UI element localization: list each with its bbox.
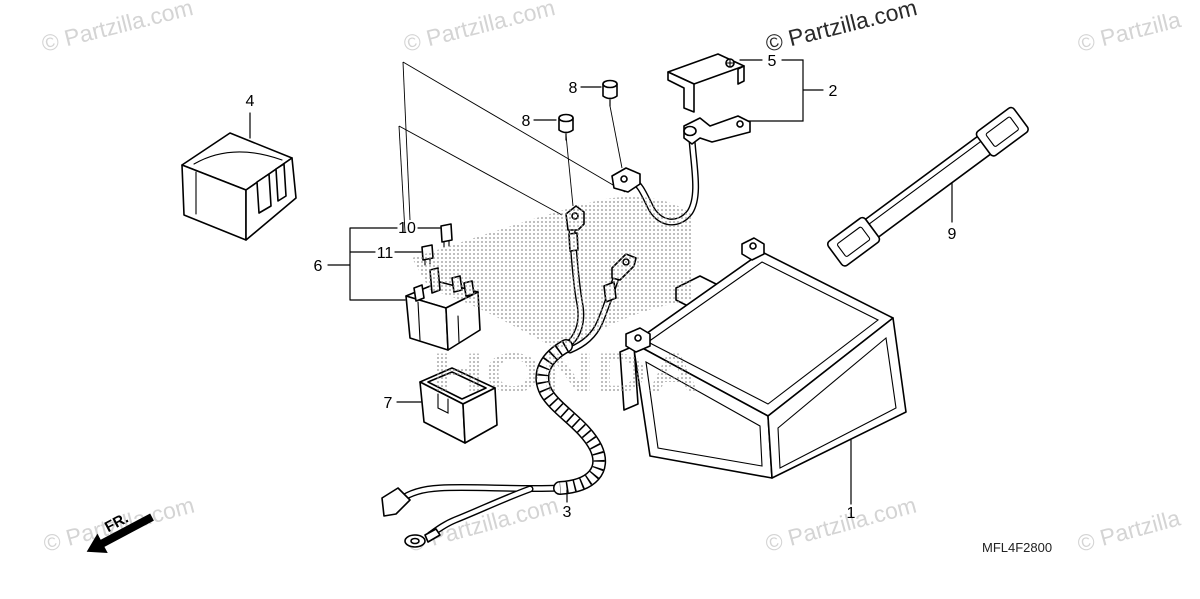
leader-bracket-2 <box>747 59 824 122</box>
part-relay-case <box>419 367 498 444</box>
relay-case-side <box>462 387 498 444</box>
bolt-guide-line <box>565 134 574 207</box>
guide-line <box>402 61 411 221</box>
callout-9: 9 <box>948 226 957 243</box>
clip-side-tab <box>737 65 745 85</box>
guide-lines <box>398 61 626 233</box>
lug-hole <box>620 175 628 183</box>
callout-8-upper: 8 <box>569 80 578 97</box>
honda-wing-logo: HONDA <box>412 196 700 404</box>
watermark: © Partzilla.com <box>763 492 919 557</box>
watermark: © Partzilla <box>1075 504 1183 556</box>
guide-line <box>402 61 626 193</box>
battery-left-panel <box>645 360 763 467</box>
terminal-bolt <box>749 242 757 250</box>
bolt-head-top <box>558 113 574 123</box>
callout-5: 5 <box>768 53 777 70</box>
watermark: © Partzilla <box>1075 6 1184 57</box>
drawing-code: MFL4F2800 <box>982 540 1052 555</box>
harness-end-connector <box>381 487 411 517</box>
strap-band-edge <box>868 140 983 225</box>
fuse-legs <box>443 240 450 248</box>
honda-logo-text: HONDA <box>432 341 700 404</box>
callout-3: 3 <box>563 504 572 521</box>
callout-1: 1 <box>847 505 856 522</box>
part-battery <box>619 237 907 479</box>
callout-7: 7 <box>384 395 393 412</box>
watermark-dark: © Partzilla.com <box>763 0 920 57</box>
watermark: © Partzilla.com <box>39 0 196 57</box>
callouts: 1 2 3 4 5 6 7 8 8 9 10 11 <box>246 53 957 522</box>
fuse-body <box>440 223 453 243</box>
watermark: © Partzilla.com <box>401 0 558 57</box>
starter-relay-rib <box>417 301 421 341</box>
clip-screw-slot <box>726 59 734 67</box>
battery-top-rim <box>646 261 880 405</box>
strap-band <box>864 135 992 238</box>
part-fuse-10 <box>440 223 453 248</box>
strap-loop-hole <box>837 226 871 257</box>
part-clip <box>667 53 745 113</box>
callout-10: 10 <box>398 220 416 237</box>
ring-terminal-hole <box>410 537 420 545</box>
relay-cover-edge <box>193 151 283 165</box>
honda-wing-mark <box>412 196 692 349</box>
strap-loop-hole <box>985 116 1019 147</box>
callout-2: 2 <box>829 83 838 100</box>
lug-crimp <box>683 125 697 137</box>
relay-cover-slot <box>256 173 272 214</box>
battery-cable-top-lug <box>683 115 751 145</box>
lug-hole <box>736 120 744 128</box>
callout-11: 11 <box>377 245 394 262</box>
battery-front-face <box>767 317 907 479</box>
guide-line <box>398 125 406 233</box>
fr-arrow-icon <box>86 513 154 554</box>
clip-leg <box>667 71 695 113</box>
callout-6: 6 <box>314 258 323 275</box>
relay-cover-slot <box>275 163 287 202</box>
terminal-bolt <box>634 334 642 342</box>
callout-8-lower: 8 <box>522 113 531 130</box>
watermark: © Partzilla.com <box>405 492 561 557</box>
bolt-guide-line <box>609 105 623 169</box>
part-bolt-upper <box>602 79 618 107</box>
guide-line <box>398 125 563 216</box>
bolt-head-top <box>602 79 618 89</box>
part-relay-cover <box>181 132 297 241</box>
starter-relay-terminal <box>413 284 425 302</box>
relay-case-notch <box>437 393 449 414</box>
leader-bracket-6 <box>327 227 406 301</box>
strap-loop-right <box>975 106 1029 157</box>
strap-loop-left <box>826 216 881 267</box>
part-bolt-lower <box>558 113 574 141</box>
harness-wrap-tape <box>536 341 605 494</box>
starter-relay-rib <box>457 315 460 343</box>
callout-4: 4 <box>246 93 255 110</box>
battery-front-panel <box>777 336 897 469</box>
part-battery-strap <box>826 106 1029 267</box>
leader-lines <box>249 59 953 505</box>
relay-case-opening <box>427 371 487 400</box>
ring-terminal-crimp <box>424 528 441 543</box>
